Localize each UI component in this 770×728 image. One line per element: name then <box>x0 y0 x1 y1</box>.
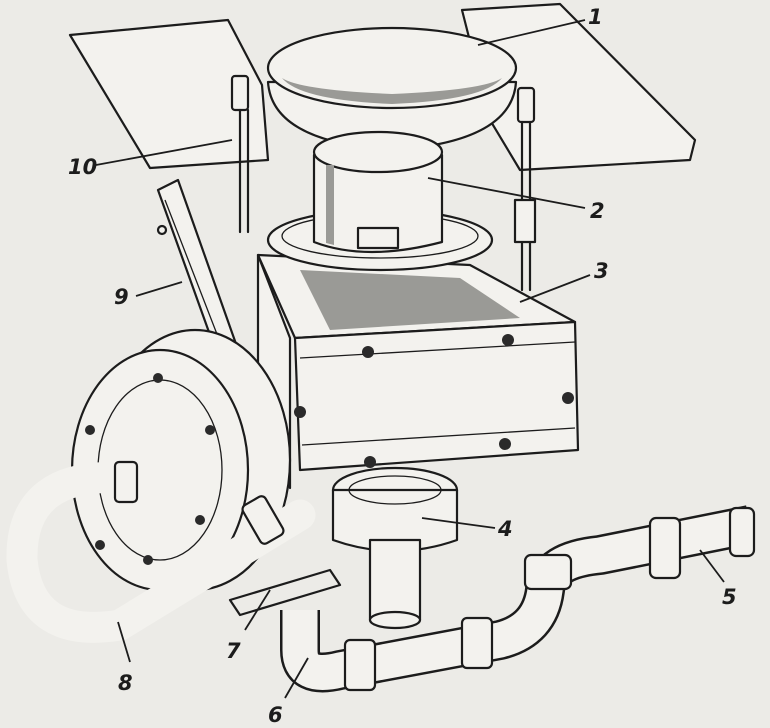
pump-unit <box>331 466 459 630</box>
label-10: 10 <box>68 155 97 179</box>
label-9: 9 <box>114 285 129 309</box>
callout-numbers: 1 2 3 4 5 6 7 8 9 10 <box>68 5 737 727</box>
tie-rods <box>230 74 537 292</box>
label-1: 1 <box>588 5 603 29</box>
top-cover <box>266 26 518 152</box>
label-6: 6 <box>268 703 283 727</box>
label-3: 3 <box>594 259 609 283</box>
drive-belt <box>228 568 342 617</box>
leader-lines <box>95 19 725 699</box>
discharge-pipe <box>280 505 756 693</box>
return-pipe <box>6 460 316 643</box>
box-housing <box>256 253 580 490</box>
filter-cylinder <box>266 130 494 272</box>
label-4: 4 <box>497 517 513 541</box>
label-2: 2 <box>590 199 605 223</box>
label-8: 8 <box>118 671 133 695</box>
pump-drum <box>70 328 292 592</box>
label-7: 7 <box>226 639 241 663</box>
label-5: 5 <box>722 585 737 609</box>
